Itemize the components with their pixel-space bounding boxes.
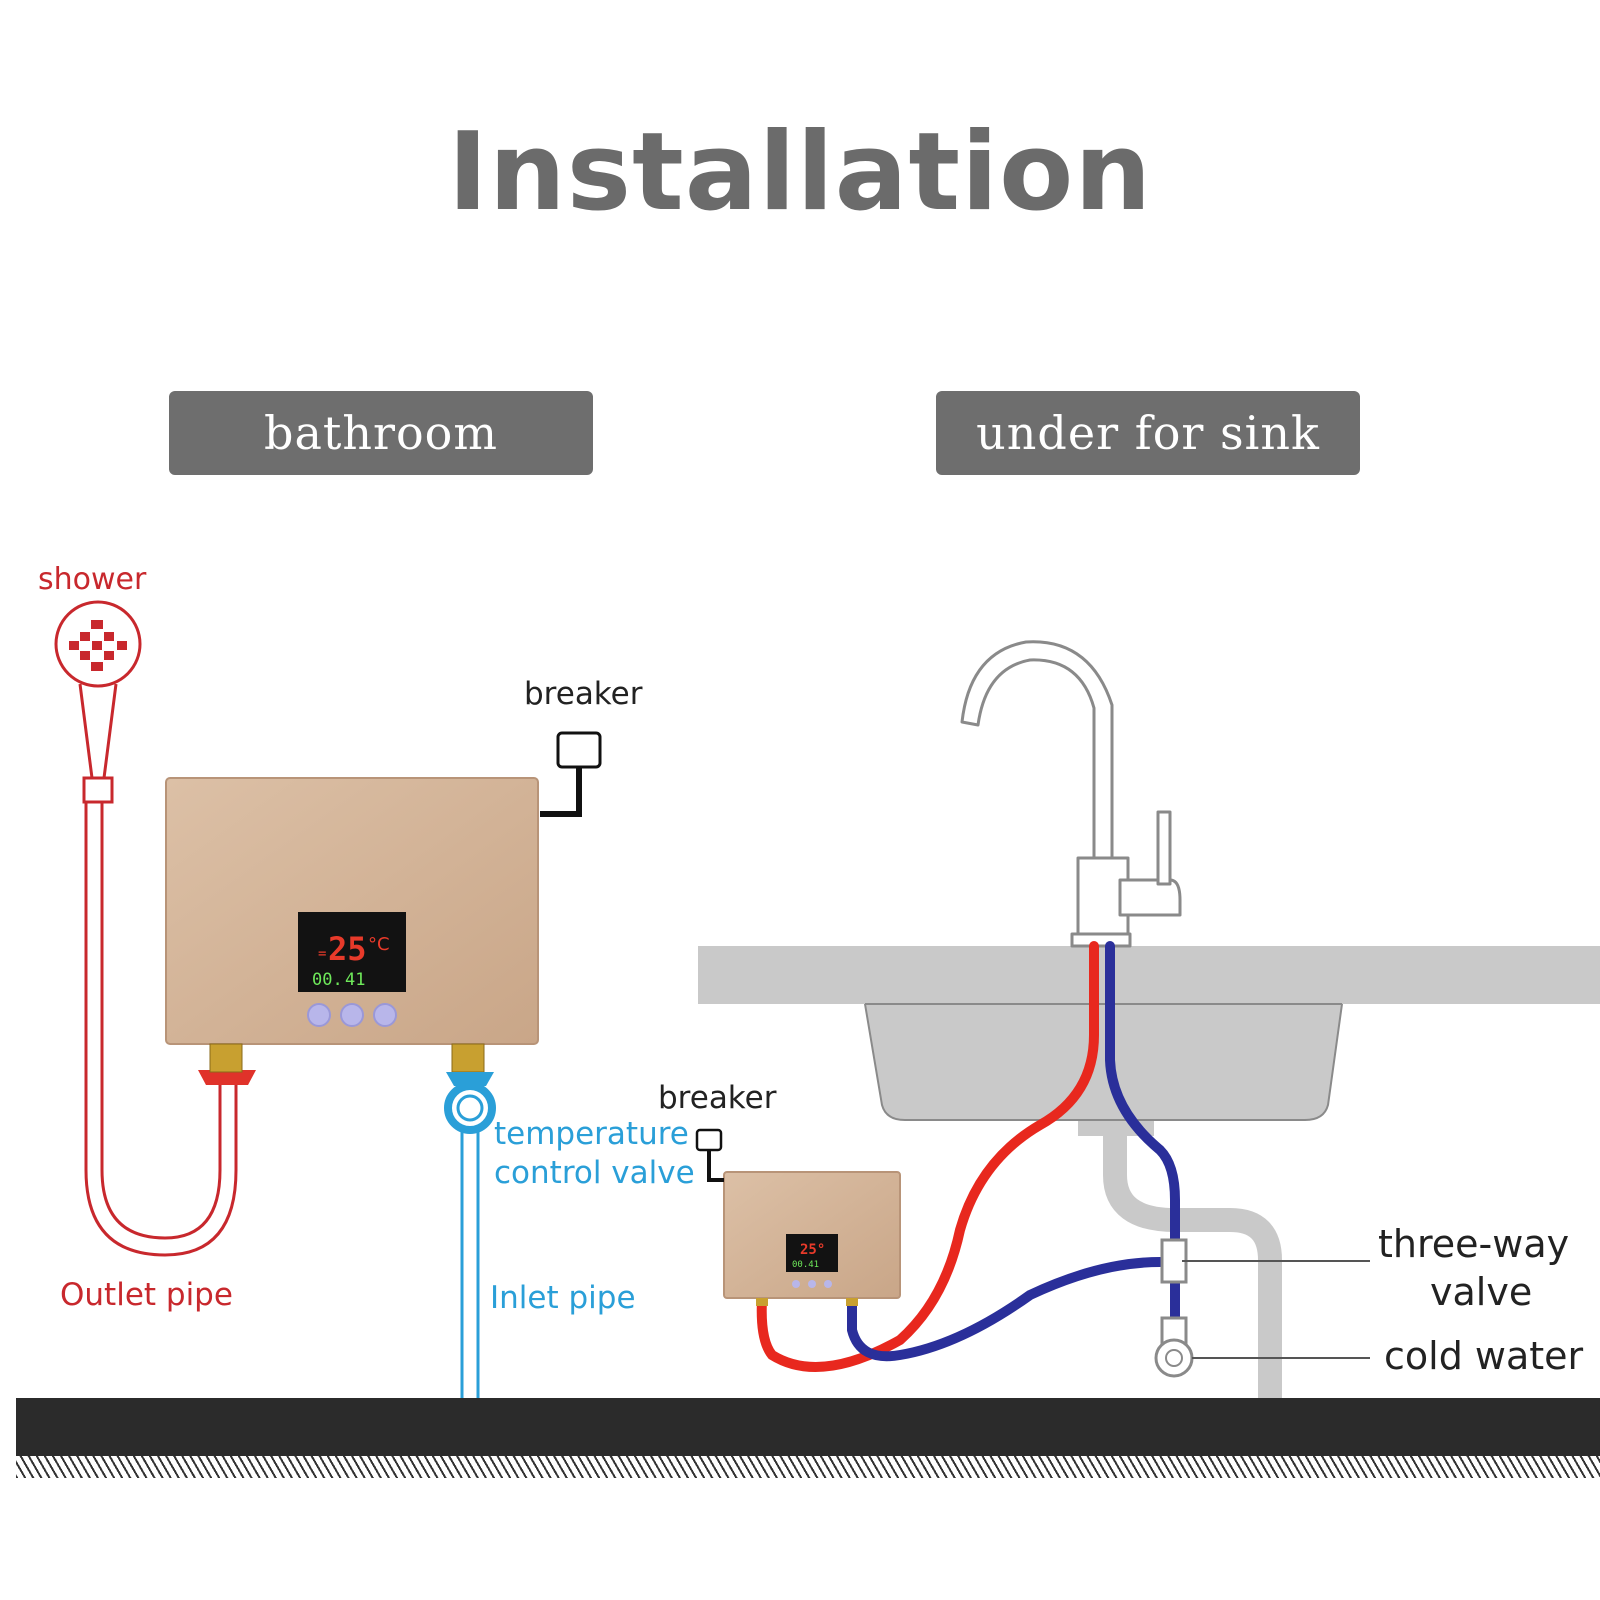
display-temperature: 25 (328, 930, 367, 968)
temperature-valve-label-2: control valve (494, 1155, 695, 1191)
heater-button-1 (307, 1003, 331, 1027)
temperature-valve-label-1: temperature (494, 1116, 689, 1152)
sink-basin (863, 1003, 1344, 1121)
display-unit: °C (368, 934, 390, 955)
water-heater-large (165, 777, 539, 1073)
outlet-pipe (84, 802, 238, 1257)
shower-label: shower (38, 562, 147, 597)
floor-band (16, 1398, 1600, 1456)
bathroom-tag: bathroom (169, 391, 593, 475)
inlet-pipe-label: Inlet pipe (490, 1280, 636, 1316)
cold-hose-heater (847, 1257, 1165, 1362)
display-flow: 00. (312, 970, 343, 990)
three-way-valve-icon (1154, 1238, 1194, 1378)
breaker-label-top: breaker (524, 676, 643, 712)
sink-tag: under for sink (936, 391, 1360, 475)
heater-button-2 (340, 1003, 364, 1027)
floor-hatch (16, 1456, 1600, 1478)
shower-head-icon (54, 600, 142, 804)
display-power: 41 (345, 970, 365, 990)
heater-display (298, 912, 406, 992)
outlet-pipe-label: Outlet pipe (60, 1277, 233, 1313)
heater-button-3 (373, 1003, 397, 1027)
svg-text:25°: 25° (800, 1242, 825, 1258)
outlet-nut (198, 1070, 256, 1085)
cold-water-label: cold water (1384, 1334, 1584, 1378)
inlet-pipe (444, 1072, 496, 1398)
svg-text:00.41: 00.41 (792, 1260, 819, 1270)
cold-hose-vertical (1105, 941, 1180, 1325)
water-heater-small: 25° 00.41 (723, 1171, 901, 1306)
three-way-label-2: valve (1430, 1270, 1533, 1314)
breaker-icon (540, 731, 602, 817)
page-title: Installation (447, 110, 1153, 235)
breaker-small-icon (695, 1128, 724, 1182)
hot-hose (756, 941, 1099, 1372)
faucet-icon (960, 640, 1182, 948)
breaker-label-bottom: breaker (658, 1080, 777, 1116)
svg-text:=: = (318, 946, 326, 962)
countertop (698, 946, 1600, 1004)
three-way-label-1: three-way (1378, 1222, 1570, 1266)
